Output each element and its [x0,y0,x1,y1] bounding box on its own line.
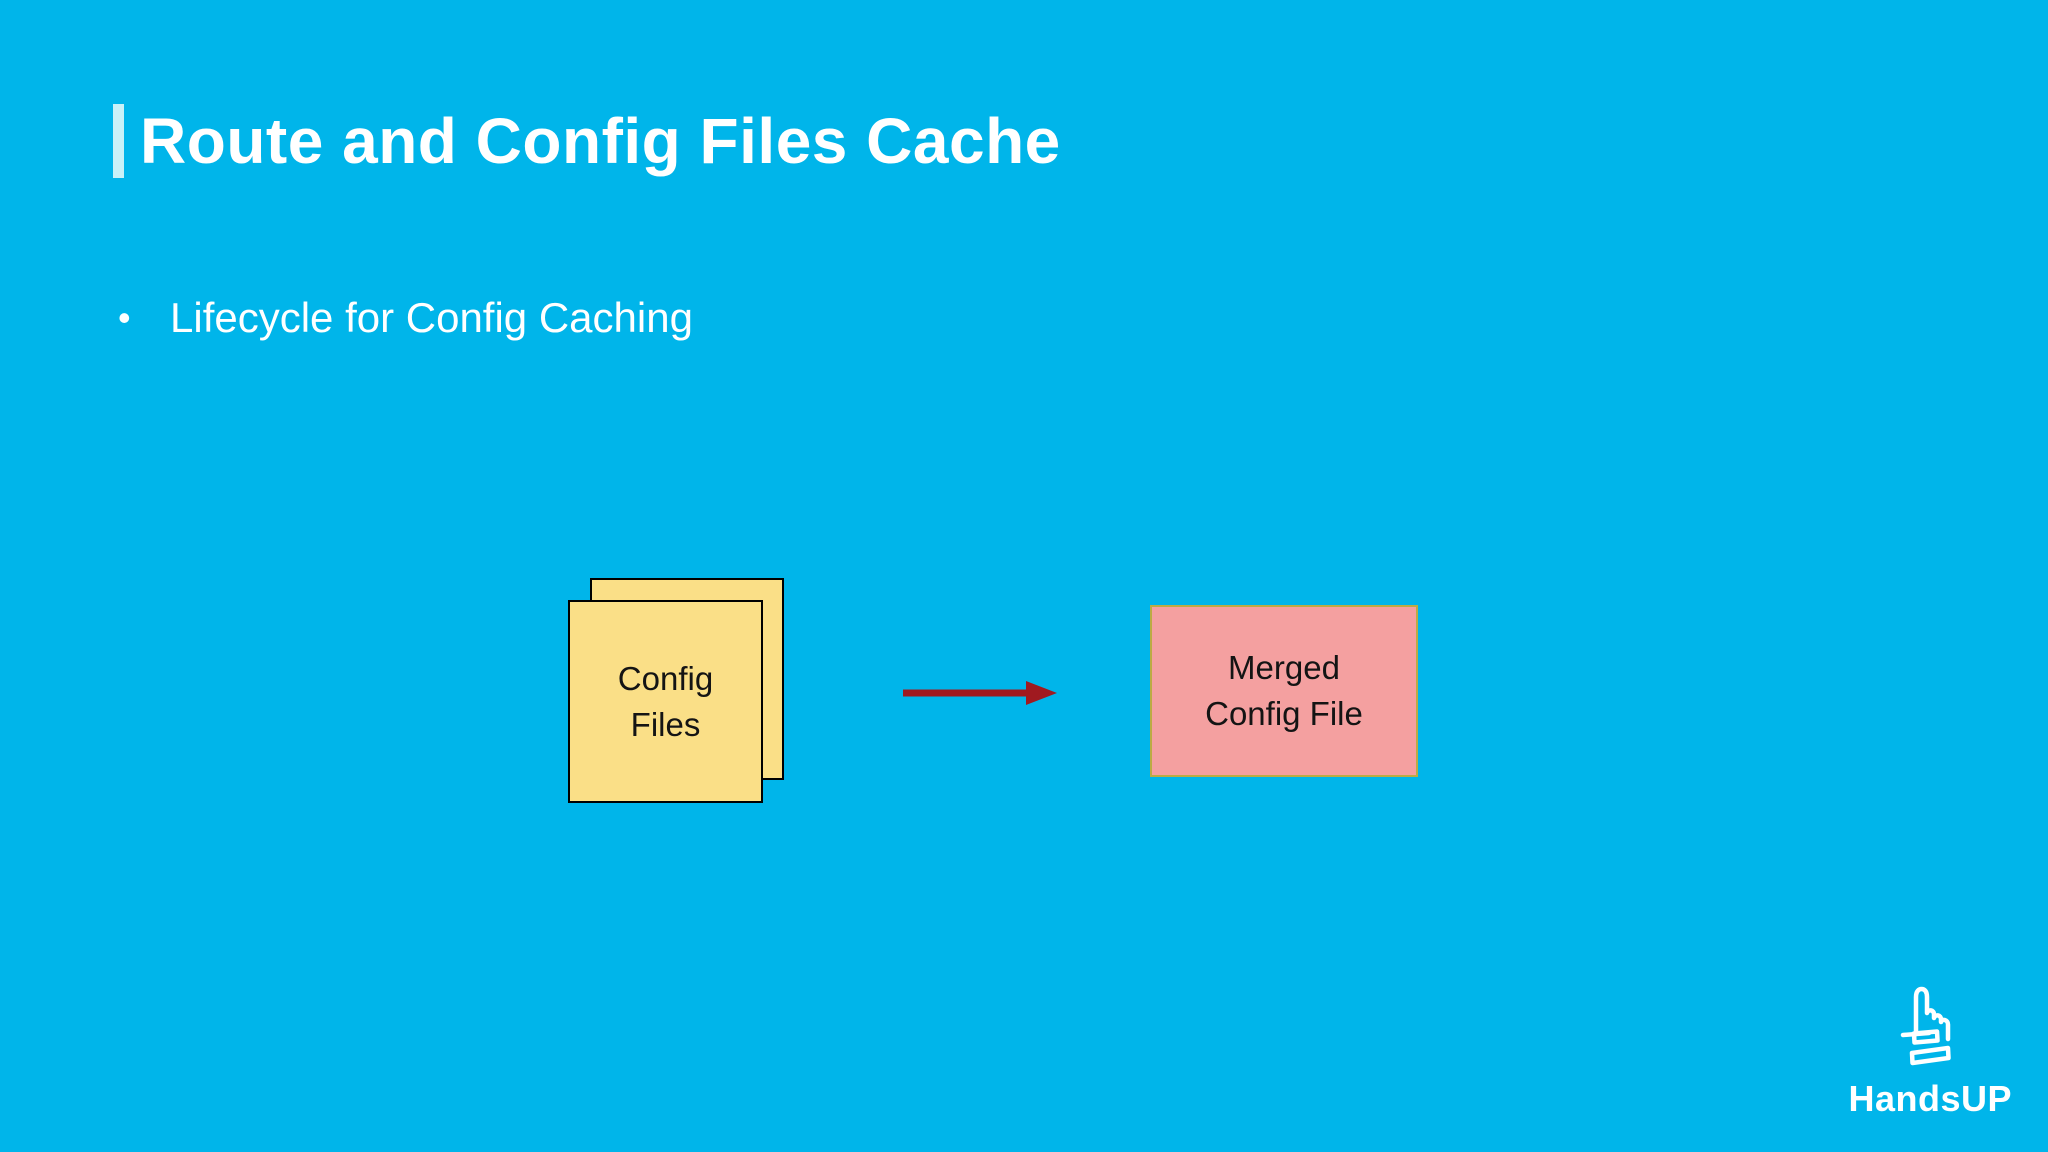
bullet-label: Lifecycle for Config Caching [170,294,693,341]
page-title: Route and Config Files Cache [140,104,1061,177]
config-files-box: Config Files [568,600,763,803]
merged-label-line2: Config File [1205,695,1363,732]
brand-name: HandsUP [1848,1078,2012,1119]
brand-logo: HandsUP [1848,984,2012,1120]
hands-up-hand-icon [1900,986,1951,1066]
config-files-label-line2: Files [630,705,701,743]
merged-config-file-box: Merged Config File [1150,605,1418,777]
bullet-marker: • [118,297,131,338]
config-files-label-line1: Config [617,659,714,697]
flow-arrow-icon [903,681,1057,705]
title-accent-bar [113,104,124,178]
merged-label-line1: Merged [1228,649,1340,686]
bullet-item: • Lifecycle for Config Caching [116,294,693,342]
slide-header: Route and Config Files Cache [113,104,1061,178]
